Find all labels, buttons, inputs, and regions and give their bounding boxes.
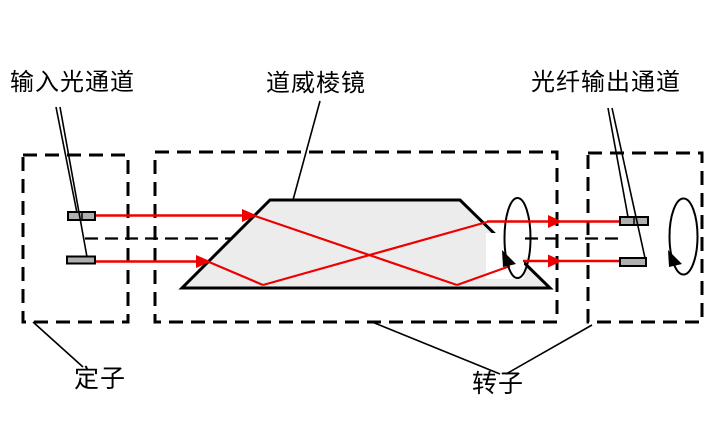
leader-output-channel-2 xyxy=(611,107,646,259)
rotation-ellipse-left xyxy=(503,197,532,279)
input-rays xyxy=(95,214,243,263)
output-ray-bottom-arrowhead xyxy=(548,254,562,268)
leader-rotor-1 xyxy=(371,321,501,375)
output-fiber-bottom xyxy=(619,257,647,267)
label-dove-prism: 道威棱镜 xyxy=(266,69,366,97)
internal-ray-bottom-down xyxy=(208,260,264,287)
label-output-channel: 光纤输出通道 xyxy=(531,68,681,96)
rotor-main-box xyxy=(153,150,559,324)
prism-internal-rays xyxy=(208,214,488,287)
internal-ray-bottom-up xyxy=(262,220,488,287)
leader-rotor-2 xyxy=(505,324,593,375)
label-stator: 定子 xyxy=(74,364,127,393)
internal-ray-top-down xyxy=(254,214,458,287)
label-rotor: 转子 xyxy=(472,369,525,398)
internal-ray-top-up xyxy=(456,264,511,287)
rotor-right-box xyxy=(586,151,704,324)
leader-stator xyxy=(32,321,84,368)
input-fiber-bottom xyxy=(66,255,96,265)
input-ray-bottom-arrowhead xyxy=(196,255,211,268)
leader-input-channel-1 xyxy=(55,106,78,214)
output-ray-top-arrowhead xyxy=(548,215,562,228)
input-ray-top-arrowhead xyxy=(242,209,257,222)
rotation-ellipse-right xyxy=(668,197,699,276)
leader-input-channel-2 xyxy=(59,106,88,258)
rotation-arrowhead-right xyxy=(668,250,682,267)
leader-dove-prism xyxy=(292,100,321,201)
rotation-arrowhead-left xyxy=(502,250,516,267)
label-input-channel: 输入光通道 xyxy=(10,68,135,96)
leader-lines xyxy=(32,100,646,375)
leader-output-channel-1 xyxy=(607,107,629,218)
